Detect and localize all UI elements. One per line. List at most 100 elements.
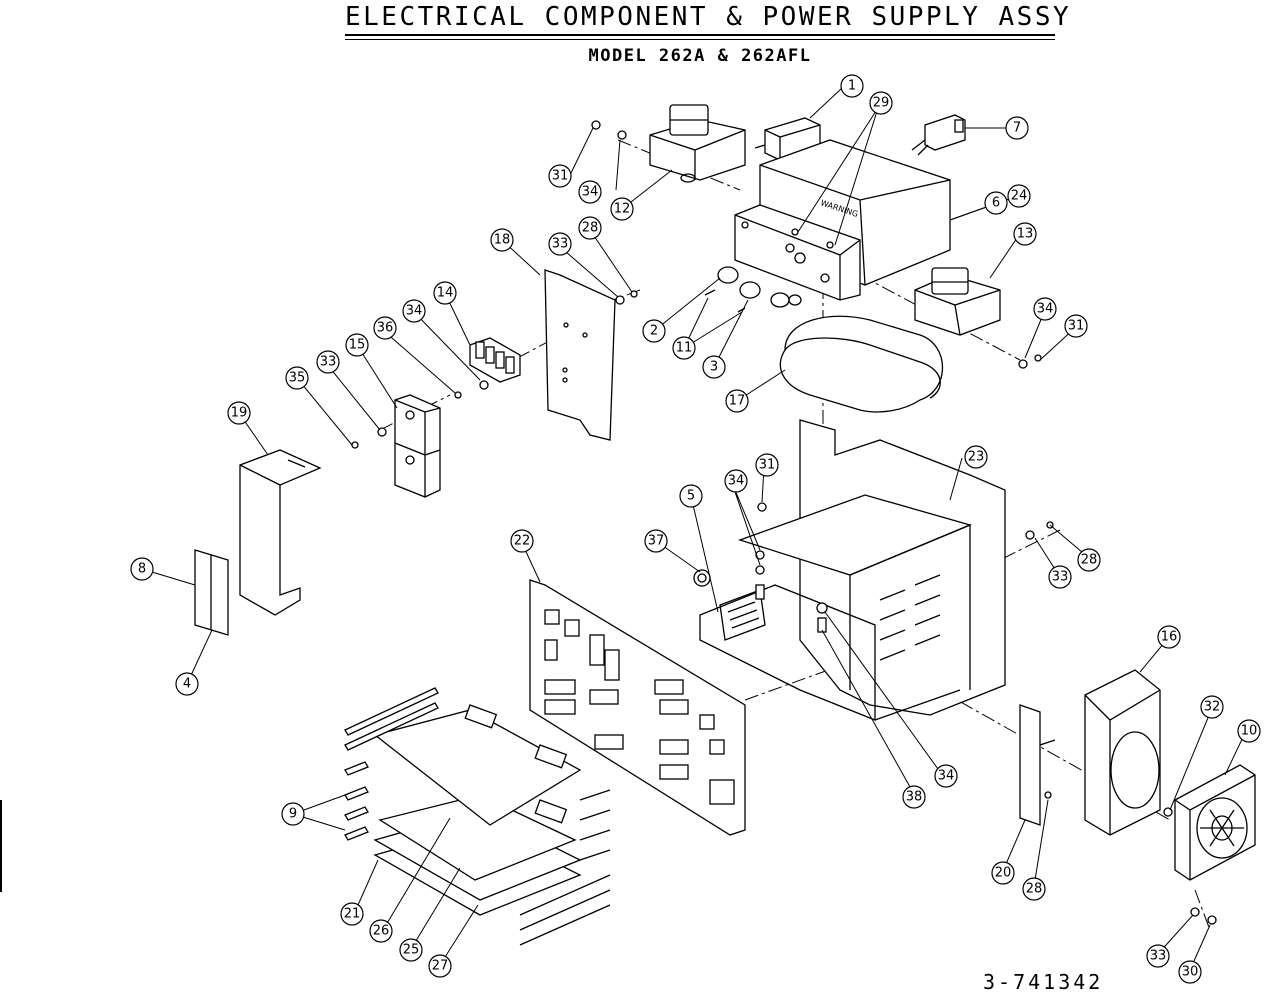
svg-text:35: 35	[289, 371, 306, 386]
callout-6: 6	[984, 191, 1008, 215]
left-edge-mark	[0, 800, 2, 892]
svg-text:12: 12	[614, 202, 631, 217]
insulator-sheet	[194, 549, 229, 636]
callout-29: 29	[869, 91, 893, 115]
svg-text:33: 33	[1150, 949, 1167, 964]
svg-text:1: 1	[848, 79, 856, 94]
callout-4: 4	[175, 672, 199, 696]
power-switch	[911, 114, 966, 156]
mounting-plate	[544, 269, 616, 441]
callout-1: 1	[840, 74, 864, 98]
callout-31-upper: 31	[548, 164, 572, 188]
svg-text:33: 33	[552, 237, 569, 252]
callout-14: 14	[433, 281, 457, 305]
title-underline-thin	[345, 39, 1055, 40]
callout-34-right: 34	[1033, 297, 1057, 321]
svg-text:18: 18	[494, 233, 511, 248]
svg-text:28: 28	[1026, 882, 1043, 897]
svg-text:26: 26	[373, 924, 390, 939]
callout-18: 18	[490, 228, 514, 252]
callout-12: 12	[610, 197, 634, 221]
callout-28-lower: 28	[1022, 877, 1046, 901]
svg-text:7: 7	[1013, 121, 1021, 136]
callout-35: 35	[285, 366, 309, 390]
callout-33-upper: 33	[548, 232, 572, 256]
callout-23: 23	[964, 445, 988, 469]
callout-37: 37	[644, 529, 668, 553]
callout-25: 25	[399, 938, 423, 962]
svg-text:9: 9	[289, 807, 297, 822]
callout-34-upper: 34	[578, 180, 602, 204]
callout-5: 5	[679, 484, 703, 508]
callout-28-chassis: 28	[1077, 548, 1101, 572]
svg-text:15: 15	[349, 338, 366, 353]
svg-text:29: 29	[873, 96, 890, 111]
callout-9: 9	[281, 802, 305, 826]
callout-11: 11	[672, 336, 696, 360]
hardware-fasteners	[351, 120, 1217, 925]
callout-33-lower: 33	[1146, 944, 1170, 968]
svg-text:34: 34	[406, 304, 423, 319]
svg-text:33: 33	[320, 355, 337, 370]
svg-text:30: 30	[1182, 965, 1199, 980]
callout-21: 21	[340, 902, 364, 926]
fan-shroud	[1084, 669, 1161, 836]
terminal-block	[469, 337, 521, 383]
callout-10: 10	[1237, 719, 1261, 743]
bridge-rectifier	[394, 394, 441, 498]
svg-text:2: 2	[650, 324, 658, 339]
svg-text:27: 27	[432, 959, 449, 974]
svg-text:34: 34	[728, 474, 745, 489]
capacitor	[779, 315, 943, 413]
chassis-slots	[879, 574, 941, 661]
callout-bubbles: 1 2 3 4 5 6 7 8 9 10 11 12 13 14 15 16 1…	[130, 74, 1261, 984]
callout-8: 8	[130, 557, 154, 581]
callout-15: 15	[345, 333, 369, 357]
svg-text:34: 34	[938, 769, 955, 784]
callout-34-chassis: 34	[724, 469, 748, 493]
svg-text:3: 3	[710, 360, 718, 375]
svg-text:24: 24	[1011, 189, 1028, 204]
svg-text:20: 20	[995, 866, 1012, 881]
shield-plate	[1019, 704, 1056, 826]
title-underline	[345, 34, 1055, 36]
svg-text:8: 8	[138, 562, 146, 577]
panel-connectors	[704, 266, 802, 313]
svg-text:31: 31	[1068, 319, 1085, 334]
callout-32: 32	[1200, 695, 1224, 719]
pcb-components	[544, 609, 735, 805]
callout-13: 13	[1013, 222, 1037, 246]
control-box: WARNING	[734, 139, 951, 301]
callout-27: 27	[428, 954, 452, 978]
callout-38: 38	[902, 785, 926, 809]
svg-text:34: 34	[1037, 302, 1054, 317]
svg-text:4: 4	[183, 677, 191, 692]
svg-text:36: 36	[377, 321, 394, 336]
callout-34-lower: 34	[934, 764, 958, 788]
svg-text:28: 28	[1081, 553, 1098, 568]
svg-text:10: 10	[1241, 724, 1258, 739]
svg-text:22: 22	[514, 534, 531, 549]
svg-text:31: 31	[552, 169, 569, 184]
svg-text:21: 21	[344, 907, 361, 922]
svg-text:32: 32	[1204, 700, 1221, 715]
transformer-side	[914, 267, 1001, 336]
callout-34-left: 34	[402, 299, 426, 323]
power-supply-chassis	[699, 419, 1006, 721]
cooling-fan	[1174, 764, 1256, 881]
callout-16: 16	[1157, 625, 1181, 649]
callout-7: 7	[1005, 116, 1029, 140]
main-pc-board	[529, 579, 746, 836]
svg-text:6: 6	[992, 196, 1000, 211]
callout-2: 2	[642, 319, 666, 343]
svg-text:14: 14	[437, 286, 454, 301]
diagram-title: ELECTRICAL COMPONENT & POWER SUPPLY ASSY	[345, 2, 1072, 32]
callout-36: 36	[373, 316, 397, 340]
svg-text:19: 19	[231, 406, 248, 421]
callout-28-upper: 28	[578, 216, 602, 240]
svg-text:13: 13	[1017, 227, 1034, 242]
diagram-subtitle: MODEL 262A & 262AFL	[588, 46, 812, 66]
callout-31-chassis: 31	[755, 453, 779, 477]
svg-text:38: 38	[906, 790, 923, 805]
